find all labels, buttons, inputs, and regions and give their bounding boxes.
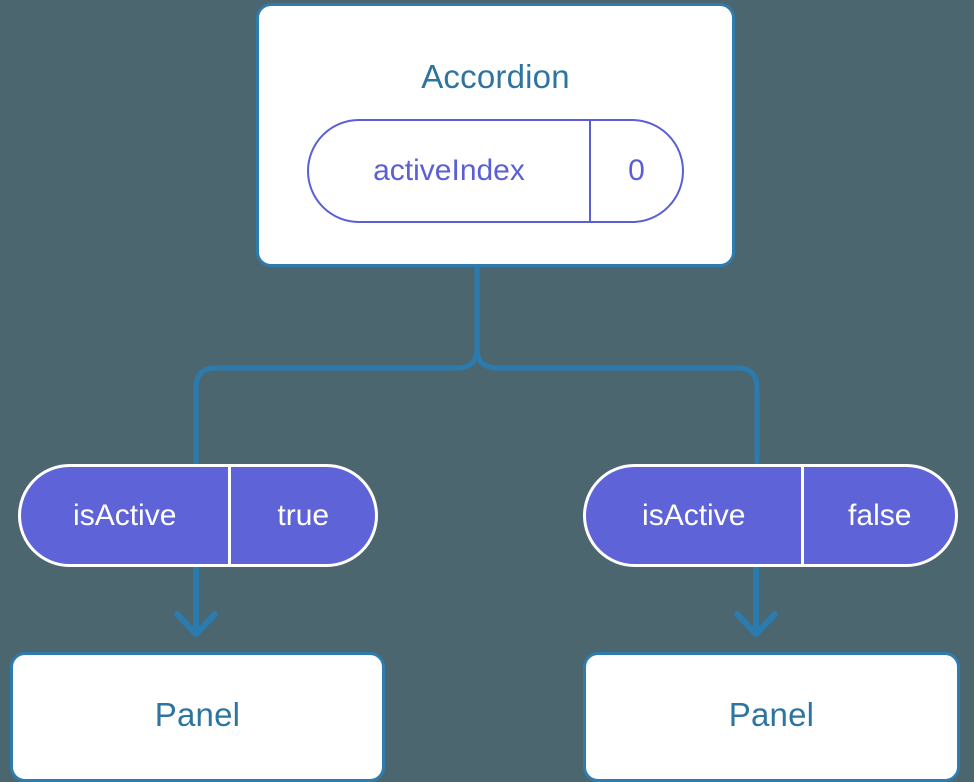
accordion-component-card[interactable]: Accordion activeIndex 0 — [256, 3, 735, 267]
accordion-card-title: Accordion — [421, 58, 570, 95]
left-isactive-prop-key: isActive — [73, 498, 177, 532]
right-isactive-prop-value: false — [801, 467, 955, 564]
accordion-prop-key: activeIndex — [373, 154, 525, 187]
right-isactive-prop-key: isActive — [642, 498, 746, 532]
accordion-prop-pill[interactable]: activeIndex 0 — [307, 119, 684, 223]
left-panel-component-card[interactable]: Panel — [10, 652, 385, 782]
right-panel-card-title: Panel — [728, 696, 815, 733]
right-panel-component-card[interactable]: Panel — [583, 652, 960, 782]
left-panel-card-title: Panel — [154, 696, 241, 733]
fork-connector-line — [193, 264, 760, 465]
accordion-prop-value: 0 — [588, 121, 682, 221]
right-isactive-prop-pill[interactable]: isActive false — [583, 464, 958, 567]
left-isactive-prop-pill[interactable]: isActive true — [18, 464, 378, 567]
right-arrow-connector — [734, 565, 778, 637]
left-arrow-connector — [174, 565, 218, 637]
left-isactive-prop-value: true — [228, 467, 375, 564]
